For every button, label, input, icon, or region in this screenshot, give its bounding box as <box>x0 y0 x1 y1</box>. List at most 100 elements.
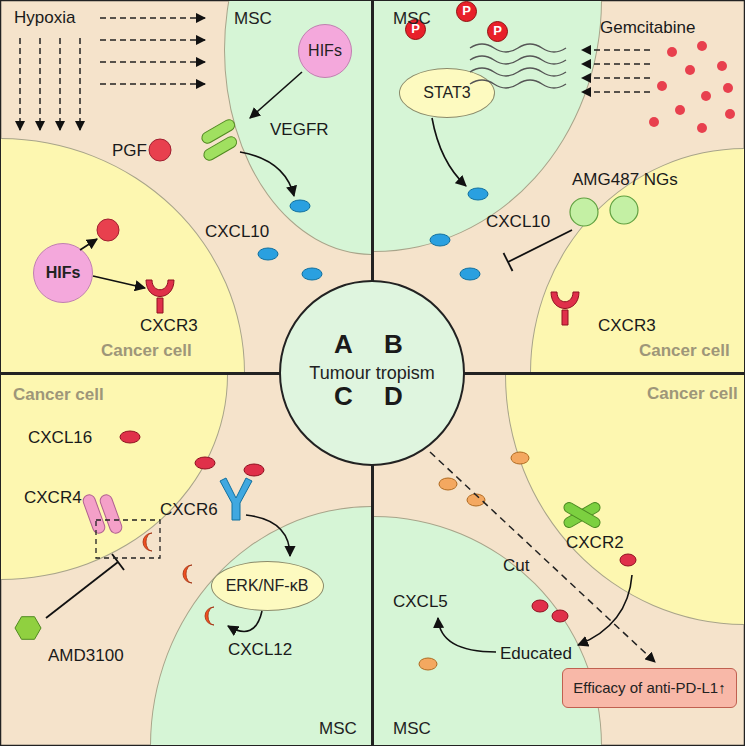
wavy-line <box>470 44 566 52</box>
cxcl16-ligand <box>195 457 215 469</box>
gemcitabine-dot <box>701 91 711 101</box>
molecule-label: CXCL16 <box>28 428 92 448</box>
cxcl10-ligand <box>460 268 480 280</box>
wavy-line <box>470 44 566 88</box>
cxcl10-ligand <box>468 188 488 200</box>
label-shape: P <box>487 21 508 42</box>
hypoxia-arrows <box>59 38 61 130</box>
label-anchor: CXCL16 <box>28 428 92 448</box>
hypoxia-arrows <box>79 38 81 130</box>
arrow <box>432 118 466 186</box>
gemcitabine-arrows <box>582 77 650 79</box>
arrow <box>438 618 496 652</box>
pgf-dot <box>97 139 171 241</box>
label-anchor: Gemcitabine <box>600 18 695 38</box>
cxcl12-ligand <box>183 565 192 583</box>
molecule-label: CXCR3 <box>598 316 656 336</box>
gemcitabine-dot <box>697 123 707 133</box>
cxcr6-receptor <box>220 478 252 520</box>
cxcr4-receptor <box>99 493 124 535</box>
red-ligand <box>620 554 636 566</box>
gemcitabine-dot <box>649 41 735 133</box>
gemcitabine-dot <box>685 65 695 75</box>
cell-label: Cancer cell <box>647 384 738 404</box>
cell-shape: Cancer cell <box>1 375 228 580</box>
cxcl5-ligand <box>419 658 437 670</box>
cxcl5-ligand <box>439 478 457 490</box>
panel-letter: A <box>334 330 353 360</box>
gemcitabine-dot <box>667 47 677 57</box>
inhibit-line <box>112 554 124 570</box>
label-anchor: PGF <box>112 141 147 161</box>
red-ligand <box>532 600 548 612</box>
cxcl16-ligand <box>244 464 264 476</box>
cxcr3-receptor <box>551 292 579 325</box>
red-ligand <box>552 610 568 622</box>
cxcl5-ligand <box>511 452 529 464</box>
label-shape: HIFs <box>33 243 93 303</box>
molecule-label: CXCL12 <box>228 640 292 660</box>
wavy-line <box>470 80 566 88</box>
label-shape: P <box>456 1 477 22</box>
label-shape: HIFs <box>298 24 352 78</box>
molecule-label: CXCR3 <box>140 316 198 336</box>
label-anchor: CXCR4 <box>24 488 82 508</box>
label-shape: Efficacy of anti-PD-L1↑ <box>562 668 737 708</box>
cxcl12-ligand <box>143 533 152 551</box>
wavy-line <box>470 56 566 64</box>
molecule-label: Hypoxia <box>14 8 75 28</box>
hypoxia-arrows <box>100 17 205 19</box>
cxcr2-receptor <box>562 501 602 530</box>
amd3100-symbol <box>15 617 41 640</box>
panel-letter: B <box>384 330 403 360</box>
arrow <box>246 515 290 556</box>
nanogel <box>610 196 638 224</box>
molecule-label: CXCR4 <box>24 488 82 508</box>
label-anchor: CXCL10 <box>486 212 550 232</box>
cell-label: Cancer cell <box>639 341 730 361</box>
label-anchor: AMD3100 <box>48 646 124 666</box>
cell-label: MSC <box>234 9 272 29</box>
hypoxia-arrows <box>100 39 205 41</box>
node-label: ERK/NF-κB <box>226 577 309 595</box>
node-label: Efficacy of anti-PD-L1↑ <box>573 679 725 696</box>
label-anchor: CXCR6 <box>160 500 218 520</box>
wavy-line <box>470 68 566 76</box>
label-anchor: CXCL10 <box>205 222 269 242</box>
inhibit-line <box>508 230 572 262</box>
cell-label: MSC <box>393 719 431 739</box>
cxcl10-ligand <box>258 248 278 260</box>
molecule-label: CXCL10 <box>205 222 269 242</box>
cxcl16-ligand <box>120 431 140 443</box>
cxcr2-receptor <box>562 501 602 530</box>
cxcl16-ligand <box>120 431 264 476</box>
inhibit-line <box>46 562 118 618</box>
label-anchor: A <box>334 330 353 360</box>
arrow <box>228 611 262 631</box>
arrow <box>240 152 294 196</box>
vegfr-receptor <box>202 135 239 163</box>
node-label: P <box>493 24 502 39</box>
cxcr4-receptor <box>82 493 124 535</box>
cell-shape: Cancer cellHIFs <box>1 138 245 372</box>
hypoxia-arrows <box>39 38 41 130</box>
label-anchor: B <box>384 330 403 360</box>
molecule-label: CXCL5 <box>393 592 448 612</box>
gemcitabine-arrows <box>582 91 650 93</box>
molecule-label: PGF <box>112 141 147 161</box>
label-anchor: CXCR3 <box>598 316 656 336</box>
cell-shape: Cancer cell <box>505 375 744 625</box>
arrow <box>250 72 302 118</box>
gemcitabine-dot <box>717 61 727 71</box>
cxcr3-receptor <box>146 280 174 313</box>
nanogel <box>570 196 638 226</box>
gemcitabine-arrows <box>582 63 650 65</box>
molecule-label: CXCR2 <box>566 533 624 553</box>
molecule-label: CXCL10 <box>486 212 550 232</box>
cxcl12-ligand <box>143 533 214 625</box>
label-anchor: Educated <box>500 644 572 664</box>
gemcitabine-dot <box>657 81 667 91</box>
